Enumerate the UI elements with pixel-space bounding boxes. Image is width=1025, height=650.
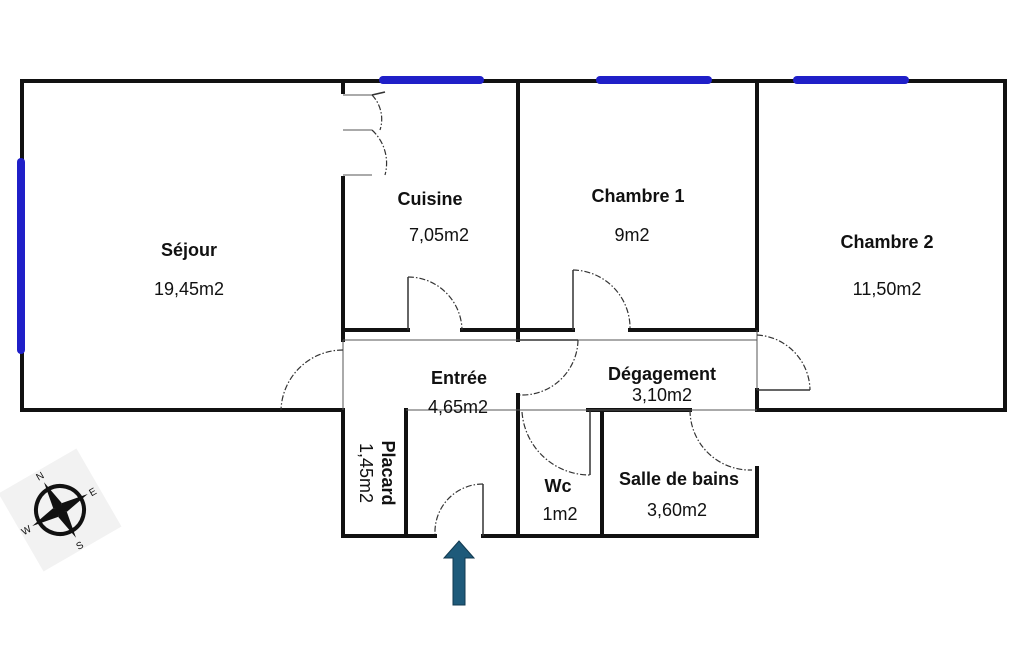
doors — [280, 91, 811, 536]
room-area-chambre1: 9m2 — [614, 225, 649, 245]
door-sejour — [280, 349, 344, 411]
room-name-entree: Entrée — [431, 368, 487, 388]
room-area-chambre2: 11,50m2 — [853, 279, 922, 299]
room-area-degagement: 3,10m2 — [632, 385, 692, 405]
room-labels: Séjour 19,45m2 Cuisine 7,05m2 Chambre 1 … — [154, 186, 934, 524]
room-area-sejour: 19,45m2 — [154, 279, 224, 299]
entrance-arrow-icon — [442, 540, 476, 606]
room-name-cuisine: Cuisine — [397, 189, 462, 209]
compass-n-label: N — [35, 470, 47, 483]
room-area-salle-de-bains: 3,60m2 — [647, 500, 707, 520]
room-name-salle-de-bains: Salle de bains — [619, 469, 739, 489]
door-chambre2 — [756, 334, 811, 391]
room-name-sejour: Séjour — [161, 240, 217, 260]
door-chambre1 — [572, 269, 631, 331]
compass-e-label: E — [87, 486, 99, 499]
room-name-chambre1: Chambre 1 — [591, 186, 684, 206]
room-area-placard: 1,45m2 — [356, 443, 376, 503]
room-name-placard: Placard — [378, 440, 398, 505]
walls — [20, 79, 1007, 538]
room-name-degagement: Dégagement — [608, 364, 716, 384]
room-name-wc: Wc — [545, 476, 572, 496]
door-salle-de-bains — [689, 409, 753, 471]
partition-lines — [342, 94, 758, 411]
door-wc — [521, 410, 591, 476]
compass-rose-icon: N E S W — [0, 448, 122, 572]
door-entree — [434, 483, 484, 536]
room-area-cuisine: 7,05m2 — [409, 225, 469, 245]
door-degagement — [518, 339, 579, 396]
room-area-entree: 4,65m2 — [428, 397, 488, 417]
compass-s-label: S — [75, 540, 87, 553]
room-area-wc: 1m2 — [542, 504, 577, 524]
door-cuisine-placard — [371, 91, 388, 176]
room-name-chambre2: Chambre 2 — [840, 232, 933, 252]
door-cuisine — [407, 276, 463, 331]
windows — [17, 76, 909, 354]
